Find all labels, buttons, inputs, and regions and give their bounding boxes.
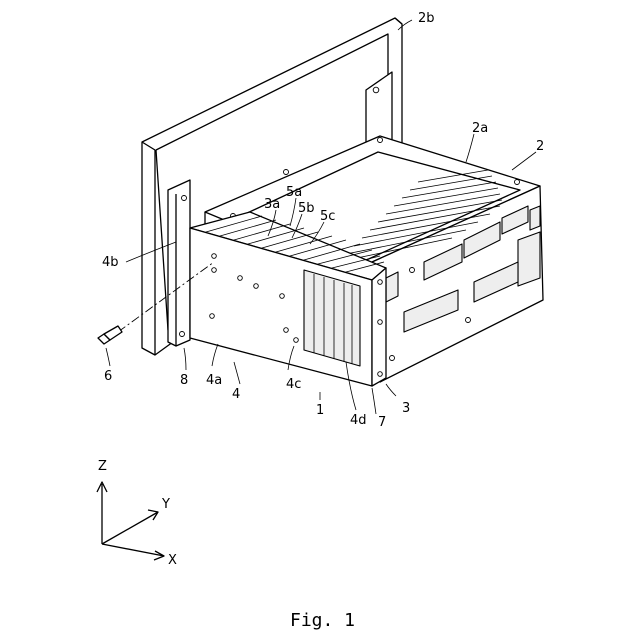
label-3a: 3a: [264, 197, 280, 212]
label-2b: 2b: [418, 11, 435, 26]
label-6: 6: [104, 369, 112, 384]
label-5c: 5c: [320, 209, 335, 224]
label-8: 8: [180, 373, 188, 388]
figure-caption: Fig. 1: [290, 610, 355, 631]
axis-y-label: Y: [161, 497, 170, 512]
label-4b: 4b: [102, 255, 119, 270]
label-5a: 5a: [286, 185, 302, 200]
label-2: 2: [536, 139, 544, 154]
label-3: 3: [402, 401, 410, 416]
label-1: 1: [316, 403, 324, 418]
label-4: 4: [232, 387, 240, 402]
label-4c: 4c: [286, 377, 301, 392]
coordinate-axes: Z Y X: [97, 459, 177, 568]
label-5b: 5b: [298, 201, 315, 216]
label-4a: 4a: [206, 373, 222, 388]
axis-x-label: X: [168, 553, 177, 568]
label-4d: 4d: [350, 413, 367, 428]
left-bracket: [168, 180, 190, 346]
label-7: 7: [378, 415, 386, 430]
label-2a: 2a: [472, 121, 488, 136]
axis-z-label: Z: [98, 459, 107, 474]
